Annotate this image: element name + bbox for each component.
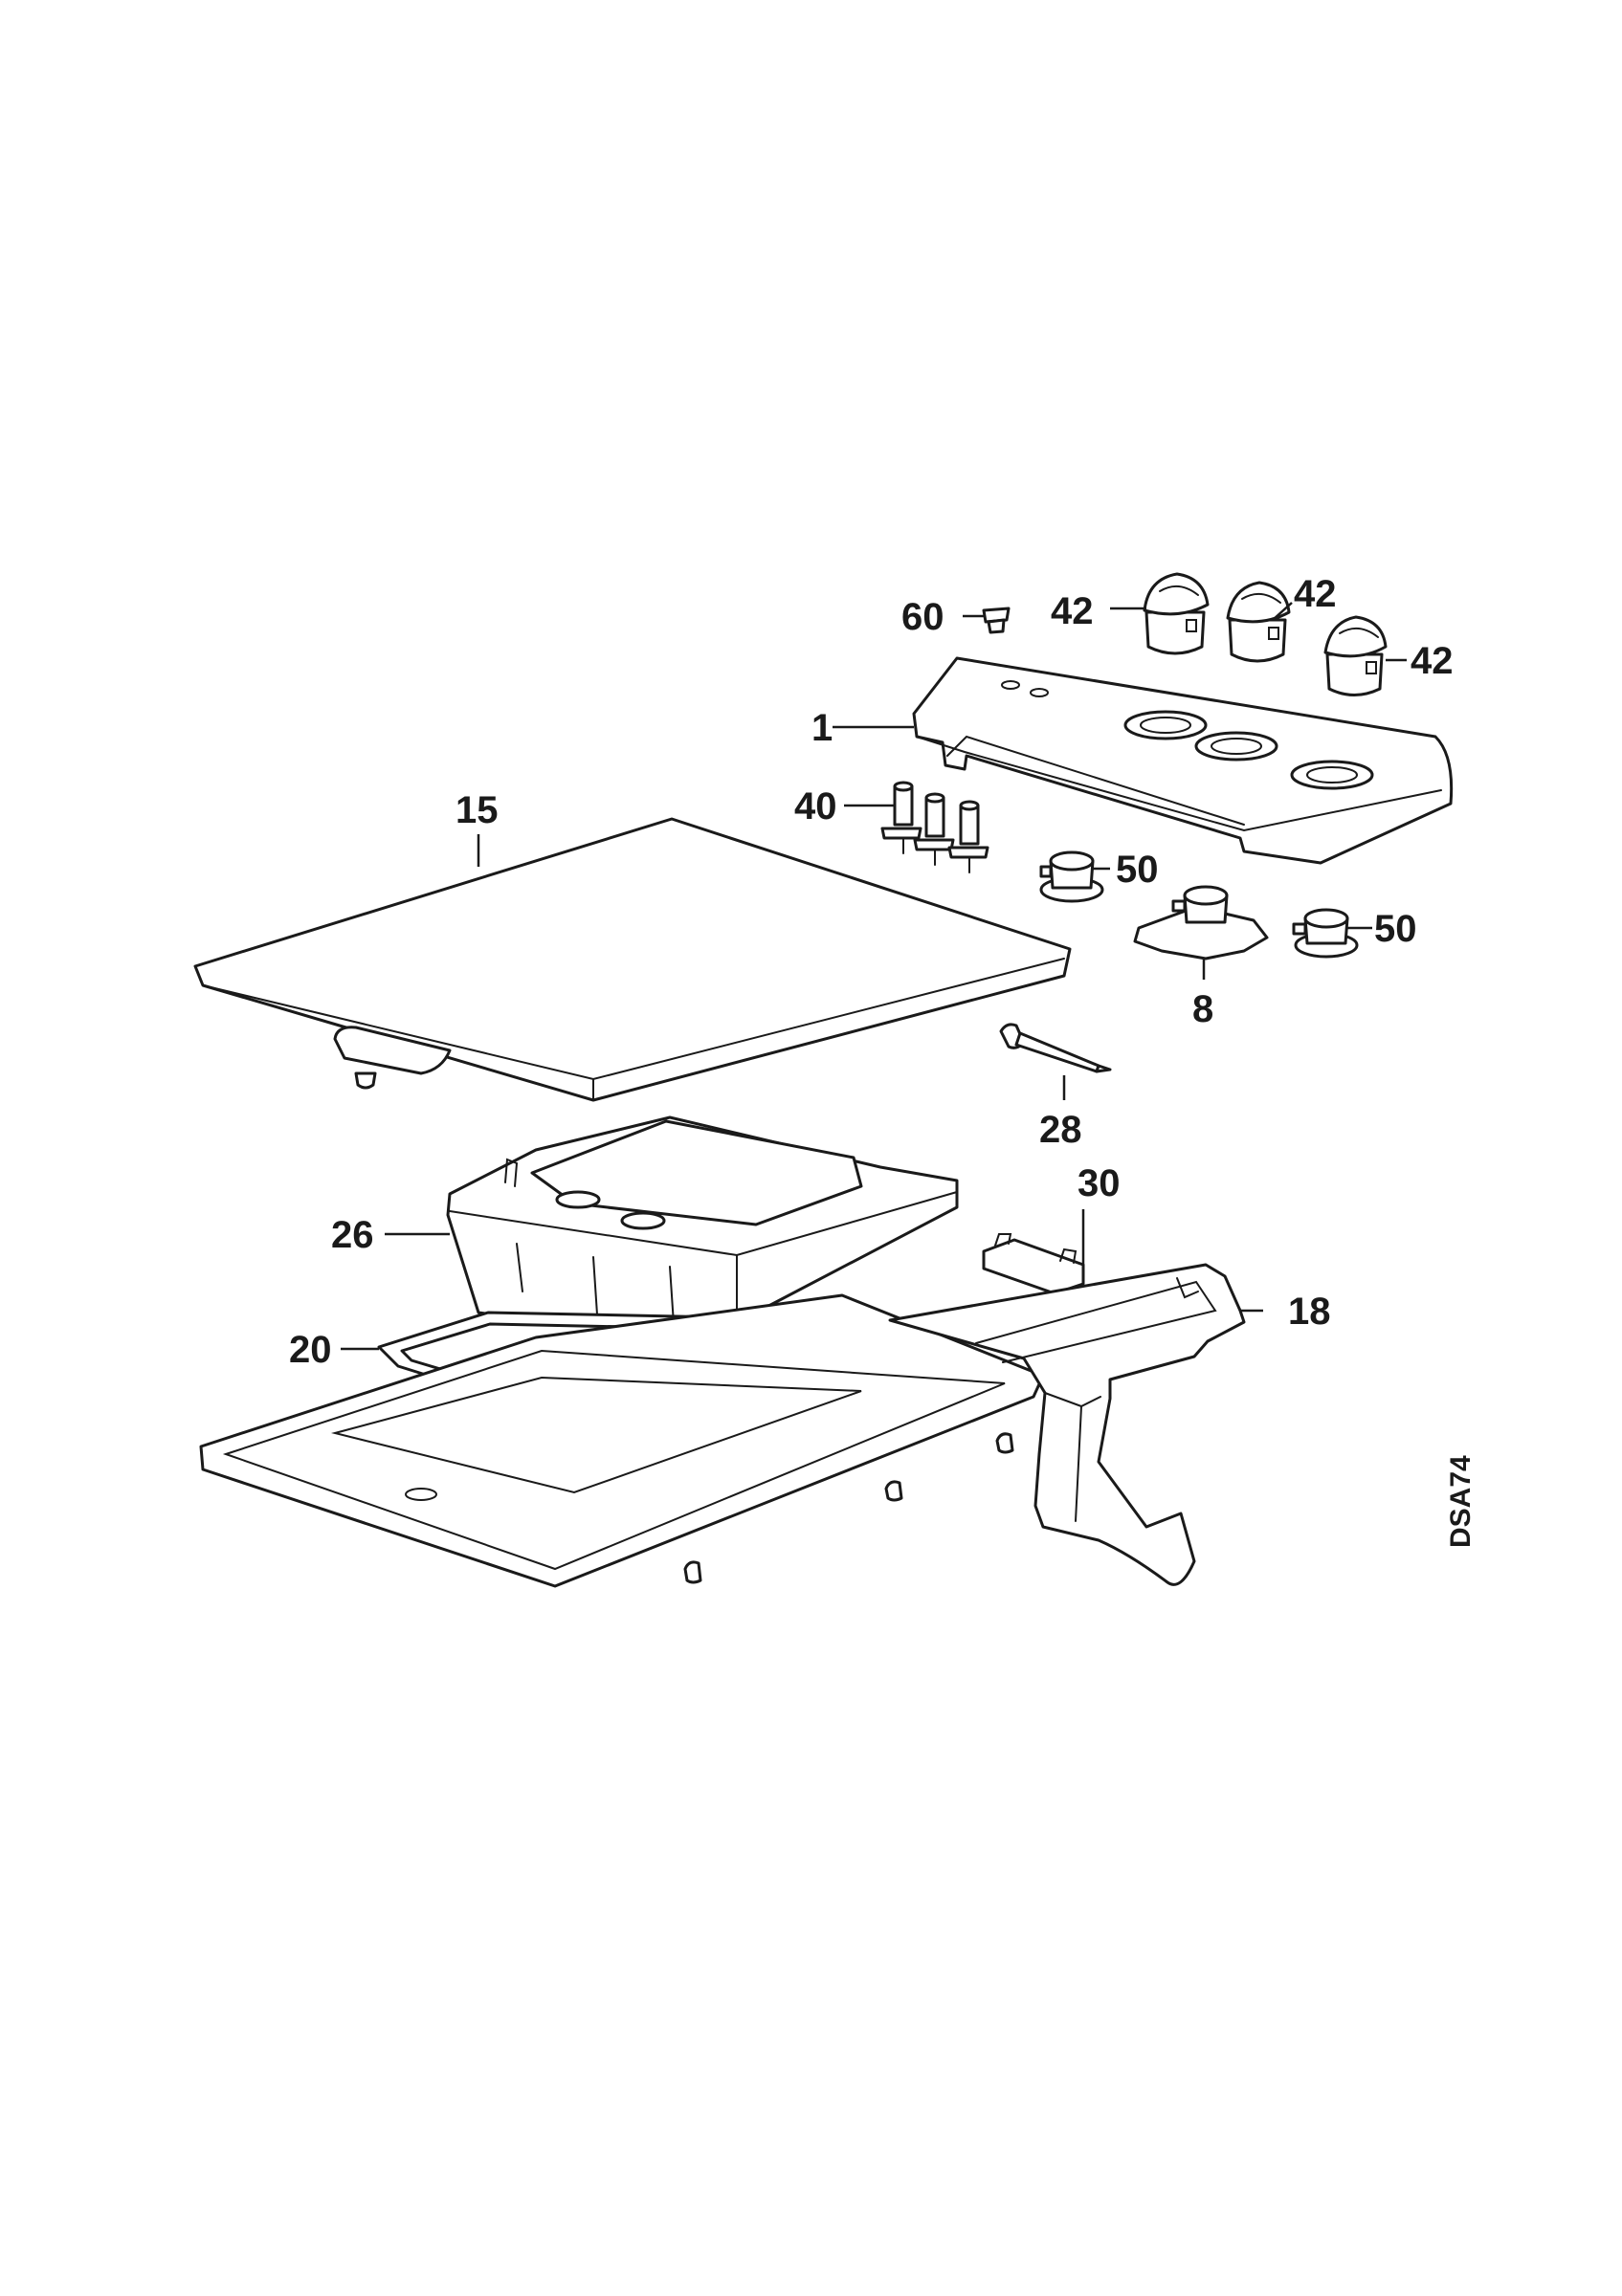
label-20: 20 xyxy=(289,1329,332,1371)
part-1-control-panel xyxy=(912,656,1454,865)
part-18-frame xyxy=(888,1263,1246,1586)
part-50-valve-1 xyxy=(1039,850,1104,903)
part-50-valve-2 xyxy=(1292,908,1359,959)
label-42-middle: 42 xyxy=(1294,573,1337,615)
label-40: 40 xyxy=(794,785,837,828)
label-60: 60 xyxy=(901,596,944,638)
label-1: 1 xyxy=(811,707,833,749)
label-8: 8 xyxy=(1192,988,1213,1030)
part-15-lid xyxy=(193,817,1072,1102)
part-42-knob-3 xyxy=(1323,615,1388,696)
diagram-code: DSA74 xyxy=(1445,1455,1477,1548)
label-42-left: 42 xyxy=(1051,590,1094,632)
part-42-knob-1 xyxy=(1143,572,1210,655)
part-8-bracket xyxy=(1133,885,1269,960)
label-50-right: 50 xyxy=(1374,908,1417,950)
label-18: 18 xyxy=(1288,1291,1331,1333)
base-tub xyxy=(199,1293,1045,1588)
part-28-pin xyxy=(999,1023,1112,1073)
label-15: 15 xyxy=(455,789,499,831)
label-50-left: 50 xyxy=(1116,849,1159,891)
part-40-switches xyxy=(880,781,989,873)
label-26: 26 xyxy=(331,1214,374,1256)
part-26-dispenser xyxy=(446,1115,959,1345)
part-60-plug xyxy=(982,607,1011,634)
part-30-clip xyxy=(982,1233,1085,1295)
part-42-knob-2 xyxy=(1226,581,1291,663)
label-42-right: 42 xyxy=(1411,640,1454,682)
part-labels: 60 42 42 42 1 40 15 50 50 8 28 30 26 18 … xyxy=(289,573,1477,1548)
label-28: 28 xyxy=(1039,1109,1082,1151)
leader-lines xyxy=(341,602,1407,1351)
label-30: 30 xyxy=(1078,1162,1121,1204)
